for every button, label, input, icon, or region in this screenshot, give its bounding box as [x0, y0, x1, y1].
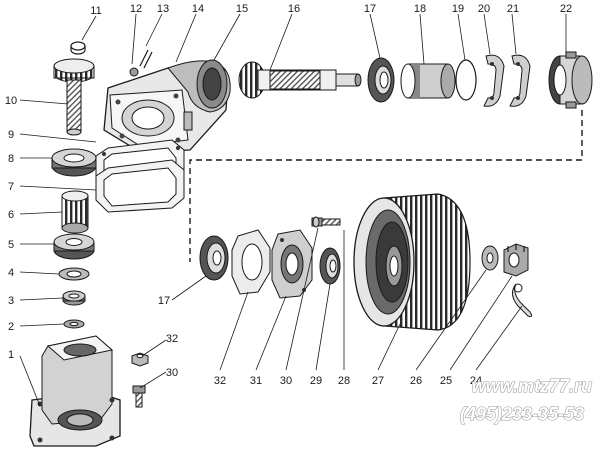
- part-27-pulley-drum: [353, 193, 471, 331]
- callout-19: 19: [452, 3, 464, 15]
- part-17-bearing-top: [367, 57, 395, 103]
- callout-18: 18: [414, 3, 426, 15]
- part-10-pinion-shaft: [53, 58, 95, 136]
- part-6-sleeve: [61, 190, 89, 234]
- callout-9: 9: [8, 129, 14, 141]
- part-26-washer: [481, 245, 499, 271]
- callout-30: 30: [280, 375, 292, 387]
- callout-25: 25: [440, 375, 452, 387]
- part-20-half-ring: [483, 54, 505, 107]
- watermark-phone: (495)233-35-53: [460, 404, 584, 424]
- callout-15: 15: [236, 3, 248, 15]
- callout-11: 11: [90, 5, 101, 17]
- leader-lines: [19, 13, 567, 407]
- part-2-washer: [63, 319, 85, 329]
- part-31-cover-flange: [271, 229, 313, 299]
- part-32-gasket: [231, 229, 271, 295]
- callout-7: 7: [8, 181, 14, 193]
- callout-17-top: 17: [364, 3, 376, 15]
- assembly-path-line: [189, 110, 583, 262]
- callout-21: 21: [507, 3, 519, 15]
- part-22-hub: [548, 51, 593, 109]
- callout-28: 28: [338, 375, 350, 387]
- callout-26: 26: [410, 375, 422, 387]
- part-14-gear-housing: [103, 49, 231, 153]
- callout-2: 2: [8, 321, 14, 333]
- part-19-ring: [455, 59, 477, 101]
- callout-5: 5: [8, 239, 14, 251]
- part-1-lower-housing: [29, 335, 121, 447]
- callout-13: 13: [157, 3, 169, 15]
- part-24-cotter-pin: [512, 283, 533, 317]
- part-32-nut-small: [131, 352, 149, 367]
- callout-1: 1: [8, 349, 14, 361]
- callout-20: 20: [478, 3, 490, 15]
- callout-14: 14: [192, 3, 204, 15]
- callout-numbers: 11 12 13 14 15 16 17 18 19 20 21 22 10 9…: [5, 3, 572, 387]
- part-3-nut: [62, 290, 86, 306]
- part-25-castle-nut: [503, 243, 529, 277]
- part-8-bearing: [51, 148, 97, 177]
- part-21-half-ring: [509, 54, 531, 107]
- part-11-cap: [70, 41, 86, 55]
- part-7-gasket: [95, 159, 185, 213]
- callout-10: 10: [5, 95, 17, 107]
- part-16-drive-shaft: [238, 61, 362, 99]
- watermark-site: www.mtz77.ru: [472, 376, 592, 396]
- part-30-bolt-small: [132, 385, 146, 408]
- callout-32: 32: [214, 375, 226, 387]
- callout-27: 27: [372, 375, 384, 387]
- callout-16: 16: [288, 3, 300, 15]
- part-29-seal: [319, 247, 341, 285]
- part-4-ring: [58, 267, 90, 281]
- callout-3: 3: [8, 295, 14, 307]
- callout-24: 24: [470, 375, 482, 387]
- callout-32-left: 32: [166, 333, 178, 345]
- callout-8: 8: [8, 153, 14, 165]
- callout-31: 31: [250, 375, 262, 387]
- callout-29: 29: [310, 375, 322, 387]
- callout-30-left: 30: [166, 367, 178, 379]
- callout-22: 22: [560, 3, 572, 15]
- callout-12: 12: [130, 3, 142, 15]
- part-18-sleeve: [400, 63, 456, 99]
- callout-6: 6: [8, 209, 14, 221]
- part-5-bearing: [53, 233, 95, 260]
- part-17-bearing-lower: [199, 235, 229, 281]
- part-30-bolt: [311, 216, 341, 228]
- callout-4: 4: [8, 267, 14, 279]
- callout-17-lower: 17: [158, 295, 170, 307]
